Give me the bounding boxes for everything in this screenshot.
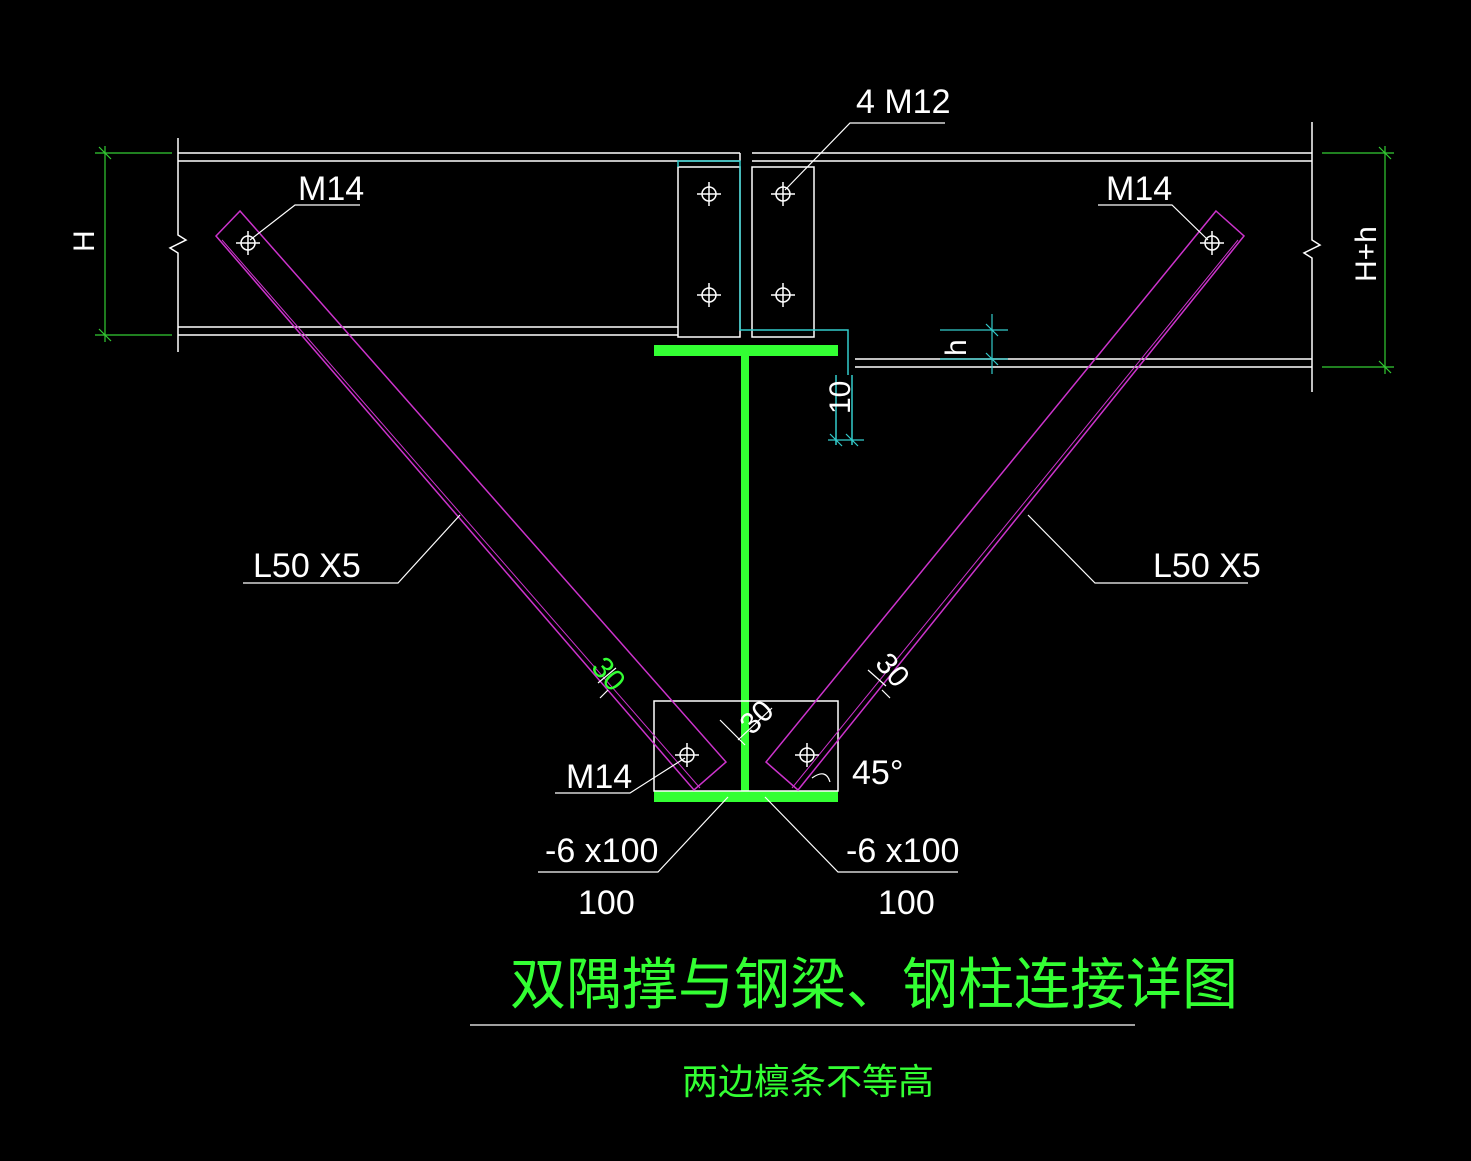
steel-column [654,345,838,802]
gusset-plate [653,700,839,792]
cyan-offset-lines [677,160,853,445]
dimension-right-Hh [1322,146,1394,374]
dimension-h [940,314,1008,374]
right-brace [764,209,1246,792]
leader-lines [243,122,1248,1026]
label-plate-left: -6 x100 [545,832,658,870]
edge-distance-marks [597,667,891,783]
column-top-flange [654,345,838,356]
bolt-icon [795,743,819,767]
right-purlin [752,152,1312,368]
drawing-subtitle: 两边檩条不等高 [682,1062,934,1103]
splice-plates [677,166,815,338]
label-plate-left-sub: 100 [578,884,635,922]
column-bottom-flange [654,791,838,802]
bolt-icon [697,283,721,307]
label-plate-right: -6 x100 [846,832,959,870]
break-lines [168,122,1322,392]
label-edge-left: 30 [585,651,632,698]
label-m14-right: M14 [1106,170,1172,208]
dim-10: 10 [824,381,857,414]
dimension-left-H [95,146,172,342]
dim-H: H [68,230,101,252]
dim-Hh: H+h [1350,226,1383,282]
bolt-icon [236,231,260,255]
dimension-10 [828,433,864,447]
bolt-icon [771,182,795,206]
label-edge-right: 30 [869,647,916,694]
bolt-icon [771,283,795,307]
bolt-group-top [697,182,795,307]
bolt-icon [697,182,721,206]
bolt-icon [1200,231,1224,255]
label-m14-bottom: M14 [566,758,632,796]
label-45deg: 45° [852,754,903,792]
label-4m12: 4 M12 [856,83,951,121]
left-brace [214,209,728,792]
label-m14-left: M14 [298,170,364,208]
column-web [741,356,749,796]
drawing-title: 双隅撑与钢梁、钢柱连接详图 [510,953,1238,1018]
dim-h: h [940,339,973,356]
bolt-icon [675,743,699,767]
label-angle-left: L50 X5 [253,547,361,585]
left-purlin [178,152,741,336]
label-plate-right-sub: 100 [878,884,935,922]
label-angle-right: L50 X5 [1153,547,1261,585]
brace-bolts [236,231,1224,767]
